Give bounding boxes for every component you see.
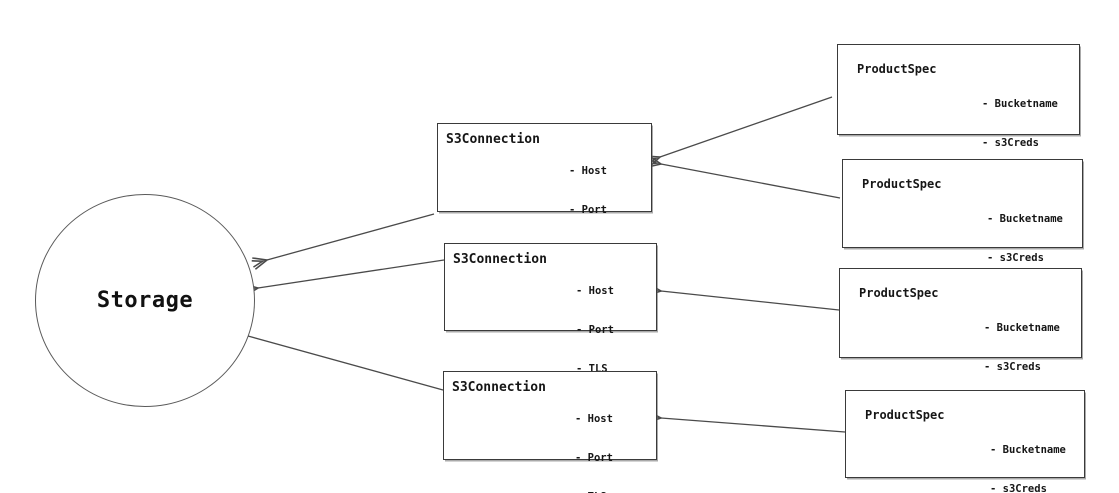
s3connection-2-attributes: - Host - Port - TLS xyxy=(576,259,614,402)
attribute-port: - Port xyxy=(575,452,613,464)
s3connection-3-title: S3Connection xyxy=(452,380,546,395)
productspec-node-3[interactable]: ProductSpec - Bucketname - s3Creds xyxy=(839,268,1082,373)
productspec-1-attributes: - Bucketname - s3Creds xyxy=(982,72,1058,176)
productspec-2-title: ProductSpec xyxy=(862,177,942,191)
attribute-bucketname: - Bucketname xyxy=(982,98,1058,110)
s3connection-3-attributes: - Host - Port - TLS xyxy=(575,387,613,493)
edge-s3connection-2-to-storage xyxy=(258,259,445,288)
attribute-host: - Host xyxy=(575,413,613,425)
attribute-port: - Port xyxy=(576,324,614,336)
productspec-1-title: ProductSpec xyxy=(857,62,937,76)
attribute-port: - Port xyxy=(569,204,607,216)
s3connection-node-1[interactable]: S3Connection - Host - Port - TLS xyxy=(437,123,652,255)
productspec-4-attributes: - Bucketname - s3Creds xyxy=(990,418,1066,493)
productspec-node-4[interactable]: ProductSpec - Bucketname - s3Creds xyxy=(845,390,1085,493)
s3connection-1-title: S3Connection xyxy=(446,132,540,147)
attribute-s3creds: - s3Creds xyxy=(982,137,1039,149)
attribute-host: - Host xyxy=(569,165,607,177)
edge-productspec-1-to-s3connection-1 xyxy=(660,96,833,157)
s3connection-2-title: S3Connection xyxy=(453,252,547,267)
attribute-s3creds: - s3Creds xyxy=(984,361,1041,373)
productspec-2-attributes: - Bucketname - s3Creds xyxy=(987,187,1063,291)
attribute-tls: - TLS xyxy=(575,491,613,493)
attribute-s3creds: - s3Creds xyxy=(990,483,1047,493)
edge-s3connection-1-to-storage xyxy=(267,213,435,260)
storage-node[interactable]: Storage xyxy=(35,194,255,407)
edge-productspec-3-to-s3connection-2 xyxy=(661,291,840,311)
productspec-node-1[interactable]: ProductSpec - Bucketname - s3Creds xyxy=(837,44,1080,149)
attribute-bucketname: - Bucketname xyxy=(987,213,1063,225)
edge-productspec-4-to-s3connection-3 xyxy=(661,418,846,433)
productspec-3-attributes: - Bucketname - s3Creds xyxy=(984,296,1060,400)
edge-productspec-2-to-s3connection-1 xyxy=(661,164,841,199)
attribute-s3creds: - s3Creds xyxy=(987,252,1044,264)
attribute-bucketname: - Bucketname xyxy=(984,322,1060,334)
s3connection-node-3[interactable]: S3Connection - Host - Port - TLS xyxy=(443,371,657,493)
storage-label: Storage xyxy=(96,288,194,313)
attribute-bucketname: - Bucketname xyxy=(990,444,1066,456)
productspec-4-title: ProductSpec xyxy=(865,408,945,422)
attribute-host: - Host xyxy=(576,285,614,297)
productspec-node-2[interactable]: ProductSpec - Bucketname - s3Creds xyxy=(842,159,1083,264)
edge-s3connection-3-to-storage xyxy=(248,336,444,391)
productspec-3-title: ProductSpec xyxy=(859,286,939,300)
s3connection-node-2[interactable]: S3Connection - Host - Port - TLS xyxy=(444,243,657,375)
